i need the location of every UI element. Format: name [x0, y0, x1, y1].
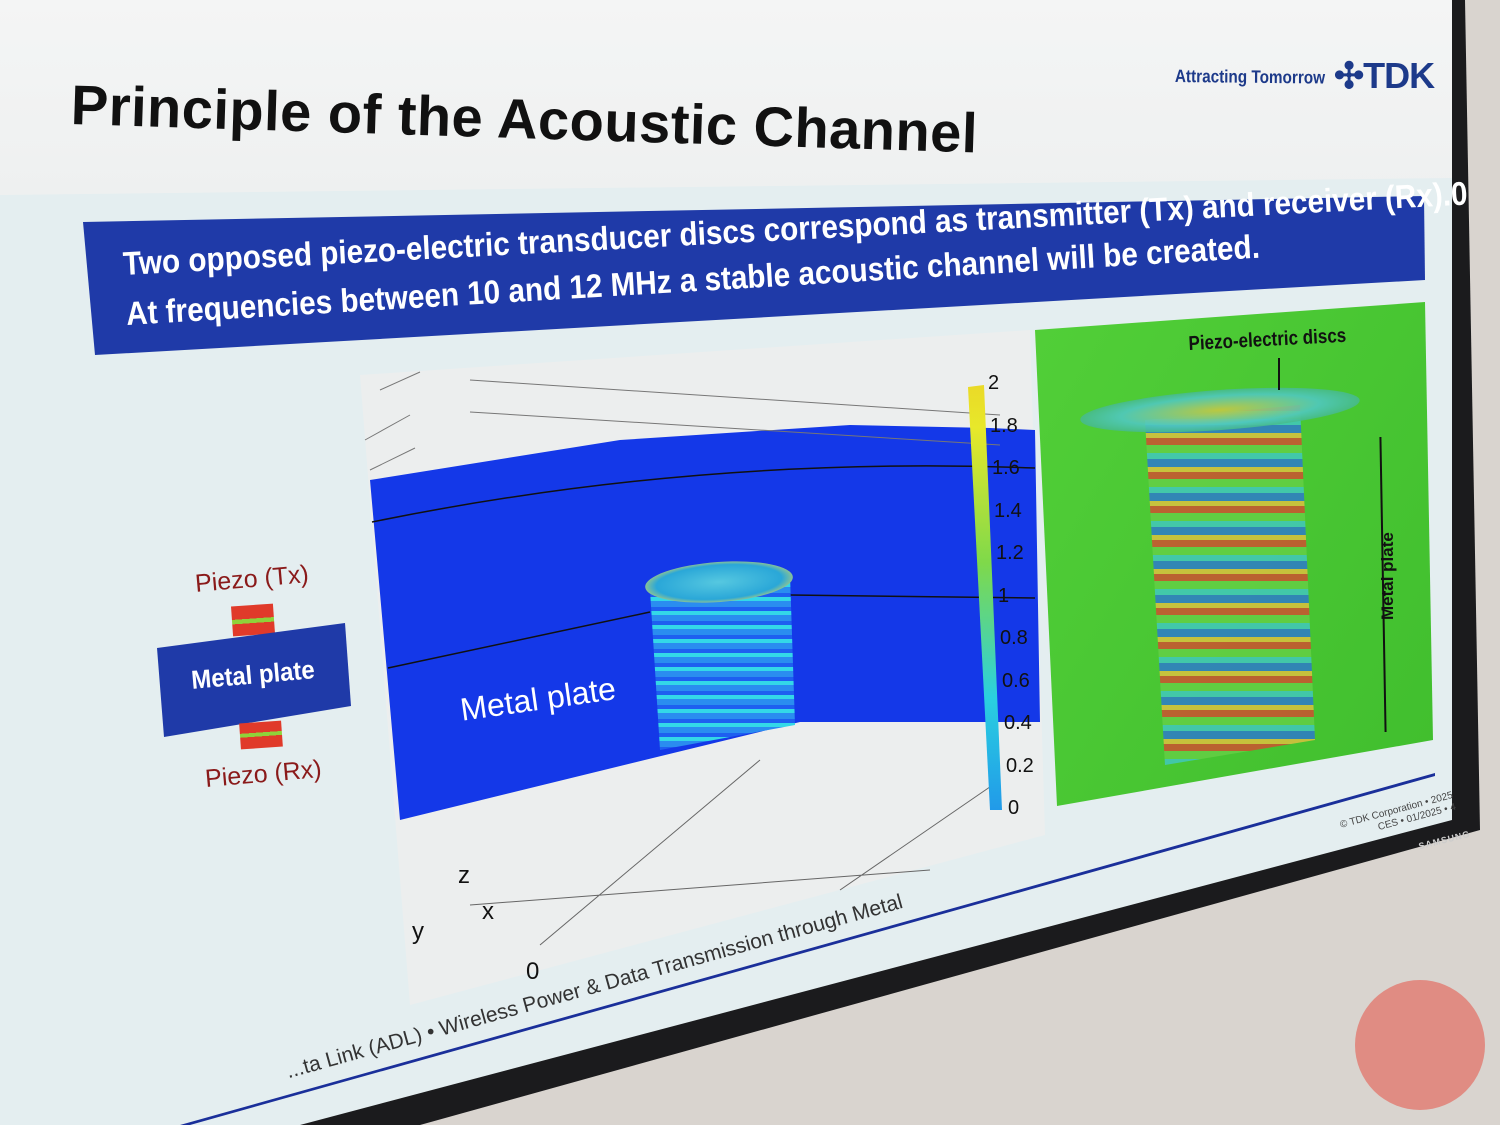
- colorbar-tick: 1.8: [990, 414, 1018, 437]
- colorbar-tick: 1.4: [994, 499, 1022, 522]
- colorbar-tick: 2: [988, 372, 1000, 394]
- axis-z: z: [458, 862, 470, 889]
- colorbar-tick: 1: [998, 584, 1010, 607]
- colorbar-tick: 0.2: [1006, 754, 1034, 777]
- colorbar-tick: 1.2: [996, 542, 1024, 564]
- axis-origin: 0: [526, 958, 540, 985]
- colorbar-tick: 0.6: [1002, 669, 1030, 692]
- colorbar-tick: 1.6: [992, 457, 1020, 479]
- colorbar-tick: 0: [1008, 797, 1020, 819]
- tdk-logo: ✣TDK: [1334, 55, 1435, 96]
- logo-text: TDK: [1363, 55, 1435, 96]
- arrow-icon: [1278, 358, 1280, 390]
- colorbar-tick: 0.8: [1000, 627, 1028, 649]
- axis-y: y: [412, 918, 424, 945]
- colorbar-tick: 0.4: [1004, 712, 1032, 734]
- render-plate-label: Metal plate: [1378, 532, 1397, 620]
- watermark-logo: [1355, 980, 1485, 1110]
- axis-x: x: [482, 898, 494, 925]
- slide-header: [0, 0, 1452, 195]
